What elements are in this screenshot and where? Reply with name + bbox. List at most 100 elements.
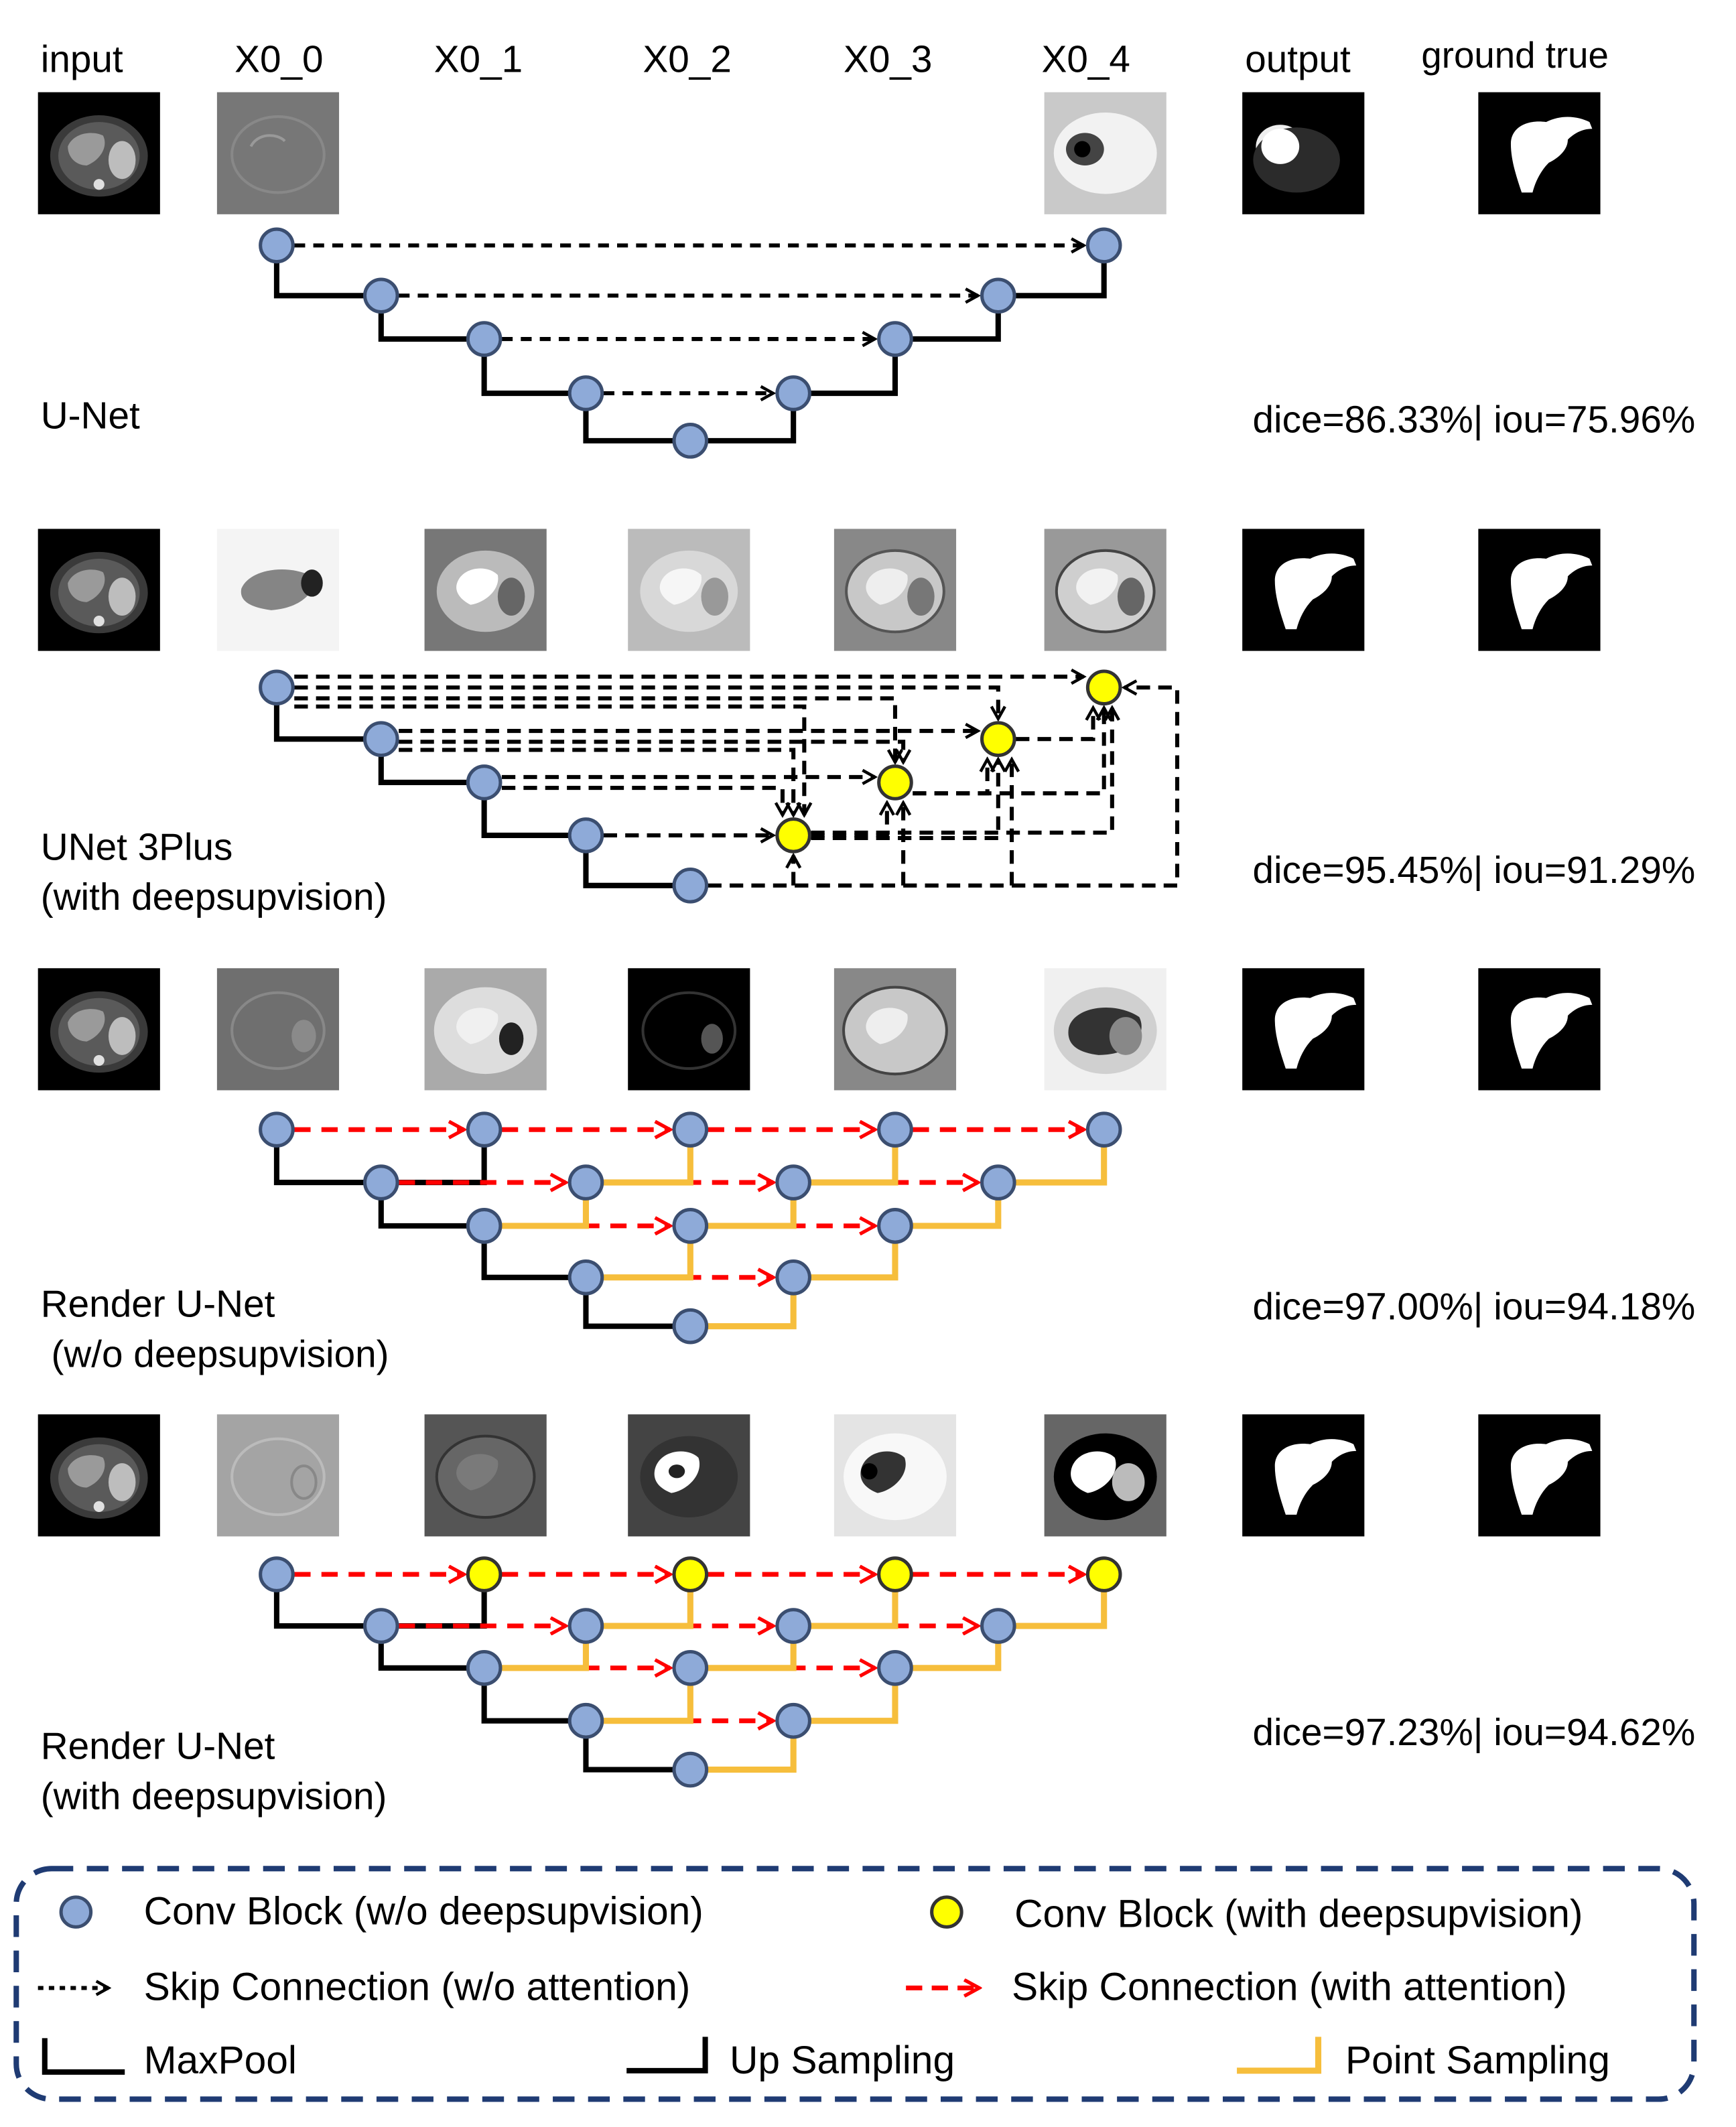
render-with-node-l1-1 xyxy=(567,1608,604,1644)
render-wo-node-l0-2 xyxy=(672,1111,709,1148)
render-wo-node-l2-0 xyxy=(466,1208,503,1244)
thumb-row2-x0-1 xyxy=(424,529,547,651)
render-with-point-l2-2 xyxy=(913,1643,1002,1671)
render-wo-node-l2-2 xyxy=(877,1208,913,1244)
legend-conv-deep-icon xyxy=(930,1895,963,1929)
thumb-row3-x0-1 xyxy=(424,968,547,1091)
render-wo-node-l0-1 xyxy=(466,1111,503,1148)
legend-maxpool-label: MaxPool xyxy=(143,2039,297,2083)
unet3p-enc-node-3 xyxy=(567,817,604,853)
unet3p-enc-node-0 xyxy=(259,669,295,706)
render-with-node-l0-0 xyxy=(259,1556,295,1592)
thumb-row2-output xyxy=(1242,529,1365,651)
render-with-node-l1-0 xyxy=(362,1608,399,1644)
unet3p-maxpool-1 xyxy=(378,756,467,786)
unet3p-dec-node-2 xyxy=(877,764,913,801)
render-with-point-l2-0 xyxy=(501,1643,590,1671)
thumb-row4-x0-2 xyxy=(628,1414,750,1537)
render-wo-node-l0-3 xyxy=(877,1111,913,1148)
row-label-render-unet-with: Render U-Net(with deepsupvision) xyxy=(40,1724,387,1817)
legend-pointsampling-label: Point Sampling xyxy=(1345,2039,1610,2083)
unet3p-skip-e2-d3 xyxy=(501,786,783,815)
unet3p-up-d3-d1 xyxy=(811,760,998,840)
unet-enc-node-4 xyxy=(672,423,709,459)
render-wo-point-l2-0 xyxy=(501,1200,590,1229)
render-with-node-l2-1 xyxy=(672,1649,709,1686)
render-wo-node-l3-0 xyxy=(567,1259,604,1296)
unet-enc-node-2 xyxy=(466,321,503,357)
render-wo-maxpool-2 xyxy=(481,1243,569,1280)
legend-upsampling-label: Up Sampling xyxy=(730,2039,955,2083)
unet3p-enc-node-1 xyxy=(362,721,399,758)
unet3p-maxpool-0 xyxy=(273,705,364,742)
legend-maxpool-icon xyxy=(42,2038,125,2075)
render-wo-node-l1-0 xyxy=(362,1164,399,1200)
col-header-input: input xyxy=(40,38,123,80)
thumb-row1-x0-4 xyxy=(1044,92,1166,214)
col-header-x0-0: X0_0 xyxy=(235,38,324,80)
thumb-row4-x0-3 xyxy=(833,1414,957,1537)
unet-dec-node-1 xyxy=(980,277,1016,314)
legend-skip-plain-label: Skip Connection (w/o attention) xyxy=(143,1966,691,2010)
render-with-node-l0-4 xyxy=(1085,1556,1122,1592)
metrics-unet3plus: dice=95.45%| iou=91.29% xyxy=(1252,849,1696,891)
unet-maxpool-3 xyxy=(583,411,673,443)
unet3p-skip-e0-d2 xyxy=(294,696,895,762)
unet-up-1 xyxy=(811,356,898,397)
render-wo-maxpool-1 xyxy=(378,1200,467,1229)
thumb-row3-x0-3 xyxy=(833,968,957,1091)
unet-up-3 xyxy=(1016,263,1107,299)
unet-dec-node-2 xyxy=(877,321,913,357)
render-wo-node-l0-0 xyxy=(259,1111,295,1148)
render-wo-node-l1-1 xyxy=(567,1164,604,1200)
render-with-point-l1-2 xyxy=(811,1592,898,1629)
render-with-point-l4-0 xyxy=(708,1738,797,1773)
col-header-x0-1: X0_1 xyxy=(433,38,523,80)
metrics-render-unet-wo: dice=97.00%| iou=94.18% xyxy=(1252,1285,1696,1328)
col-header-ground-true: ground true xyxy=(1421,35,1609,76)
thumb-row2-x0-3 xyxy=(833,529,957,651)
render-wo-point-l1-2 xyxy=(811,1147,898,1186)
col-header-x0-3: X0_3 xyxy=(844,38,933,80)
render-wo-node-l2-1 xyxy=(672,1208,709,1244)
thumb-row2-x0-4 xyxy=(1044,529,1166,651)
thumb-row4-x0-0 xyxy=(216,1414,340,1537)
unet-up-2 xyxy=(913,313,1001,342)
render-wo-node-l1-3 xyxy=(980,1164,1016,1200)
thumb-row3-x0-2 xyxy=(628,968,750,1091)
thumb-row2-ground-true xyxy=(1478,529,1601,651)
thumb-row3-x0-0 xyxy=(216,968,340,1091)
unet3p-dec-node-3 xyxy=(775,817,811,853)
render-with-node-l2-2 xyxy=(877,1649,913,1686)
legend-conv-plain-icon xyxy=(59,1895,93,1929)
thumb-row3-x0-4 xyxy=(1044,968,1166,1091)
render-with-maxpool-1 xyxy=(378,1643,467,1671)
thumb-row2-input xyxy=(38,529,160,651)
thumb-row3-ground-true xyxy=(1478,968,1601,1091)
render-wo-maxpool-0 xyxy=(273,1147,364,1186)
metrics-unet: dice=86.33%| iou=75.96% xyxy=(1252,399,1696,441)
unet3p-up-d2-d0 xyxy=(913,708,1104,796)
thumb-row4-ground-true xyxy=(1478,1414,1601,1537)
legend-conv-deep-label: Conv Block (with deepsupvision) xyxy=(1014,1893,1583,1937)
render-with-node-l1-3 xyxy=(980,1608,1016,1644)
render-with-point-l2-1 xyxy=(708,1643,797,1671)
render-with-node-l0-3 xyxy=(877,1556,913,1592)
render-with-point-l3-0 xyxy=(603,1686,693,1724)
unet-dec-node-0 xyxy=(1085,227,1122,264)
metrics-render-unet-with: dice=97.23%| iou=94.62% xyxy=(1252,1711,1696,1754)
render-with-node-l0-1 xyxy=(466,1556,503,1592)
render-wo-node-l4-0 xyxy=(672,1308,709,1345)
render-with-node-l4-0 xyxy=(672,1751,709,1788)
unet3p-up-d3-d2 xyxy=(811,803,886,837)
render-with-node-l0-2 xyxy=(672,1556,709,1592)
unet3p-maxpool-2 xyxy=(481,800,569,838)
unet3p-skip-e0-d1 xyxy=(294,685,998,719)
thumb-row4-output xyxy=(1242,1414,1365,1537)
render-wo-point-l2-1 xyxy=(708,1200,797,1229)
thumb-row2-x0-2 xyxy=(628,529,750,651)
unet-dec-node-3 xyxy=(775,375,811,411)
render-with-point-l3-1 xyxy=(811,1686,898,1724)
unet3p-skip-e1-d3 xyxy=(399,748,793,815)
